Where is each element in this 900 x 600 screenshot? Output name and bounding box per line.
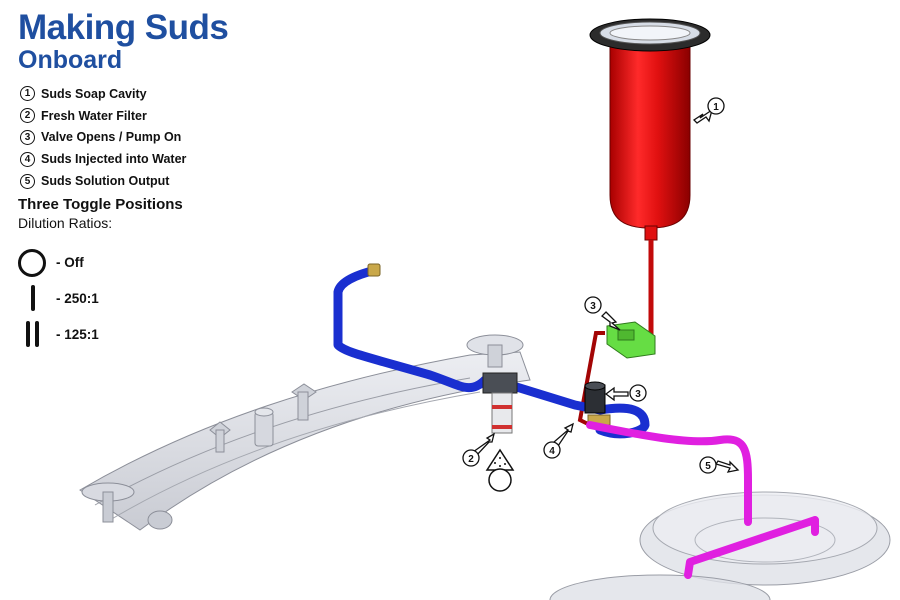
inlet-fitting [367, 263, 381, 277]
squeegee-assembly [79, 334, 531, 531]
step-item: 5 Suds Solution Output [20, 170, 186, 192]
single-bar-icon [18, 283, 48, 313]
step-label: Valve Opens / Pump On [41, 130, 182, 145]
callout-badge-2: 2 [462, 449, 480, 467]
toggle-position-label: - 250:1 [56, 290, 99, 306]
callout-badge-1: 1 [707, 97, 725, 115]
step-number-badge: 3 [20, 129, 35, 145]
callout-number: 2 [468, 454, 474, 465]
dilution-ratios-heading: Dilution Ratios: [18, 215, 113, 231]
toggle-position-off: - Off [18, 247, 84, 277]
step-number-badge: 4 [20, 151, 35, 167]
callout-arrows [472, 108, 740, 473]
step-label: Suds Solution Output [41, 174, 170, 189]
callout-badge-3-valve: 3 [629, 384, 647, 402]
callout-number: 1 [713, 102, 719, 113]
callout-number: 3 [635, 389, 641, 400]
callout-number: 3 [590, 301, 596, 312]
step-item: 3 Valve Opens / Pump On [20, 127, 186, 149]
callout-badge-5: 5 [699, 456, 717, 474]
step-number-badge: 1 [20, 86, 35, 102]
step-item: 1 Suds Soap Cavity [20, 83, 186, 105]
filter-funnel-icon [485, 448, 515, 492]
soap-pump [606, 321, 656, 359]
callout-badge-4: 4 [543, 441, 561, 459]
page-subtitle: Onboard [18, 46, 123, 74]
step-item: 4 Suds Injected into Water [20, 148, 186, 170]
steps-legend: 1 Suds Soap Cavity 2 Fresh Water Filter … [20, 83, 186, 192]
soap-injection-line [577, 331, 605, 427]
step-number-badge: 2 [20, 108, 35, 124]
toggle-position-label: - 125:1 [56, 326, 99, 342]
step-item: 2 Fresh Water Filter [20, 105, 186, 127]
step-label: Fresh Water Filter [41, 108, 147, 123]
step-label: Suds Soap Cavity [41, 86, 147, 101]
double-bar-icon [18, 319, 48, 349]
fresh-water-filter [482, 372, 518, 434]
step-number-badge: 5 [20, 173, 35, 189]
fresh-water-line [333, 265, 650, 439]
suds-output-line [586, 421, 819, 579]
step-label: Suds Injected into Water [41, 152, 187, 167]
callout-number: 4 [549, 446, 555, 457]
toggle-position-label: - Off [56, 254, 84, 270]
callout-number: 5 [705, 461, 711, 472]
toggle-positions-heading: Three Toggle Positions [18, 196, 183, 213]
solenoid-valve [584, 381, 611, 426]
callout-badge-3-pump: 3 [584, 296, 602, 314]
page-title: Making Suds [18, 8, 229, 47]
toggle-position-250: - 250:1 [18, 283, 99, 313]
brush-deck [549, 491, 891, 600]
off-circle-icon [18, 247, 48, 277]
toggle-position-125: - 125:1 [18, 319, 99, 349]
suds-soap-tank [589, 18, 711, 241]
